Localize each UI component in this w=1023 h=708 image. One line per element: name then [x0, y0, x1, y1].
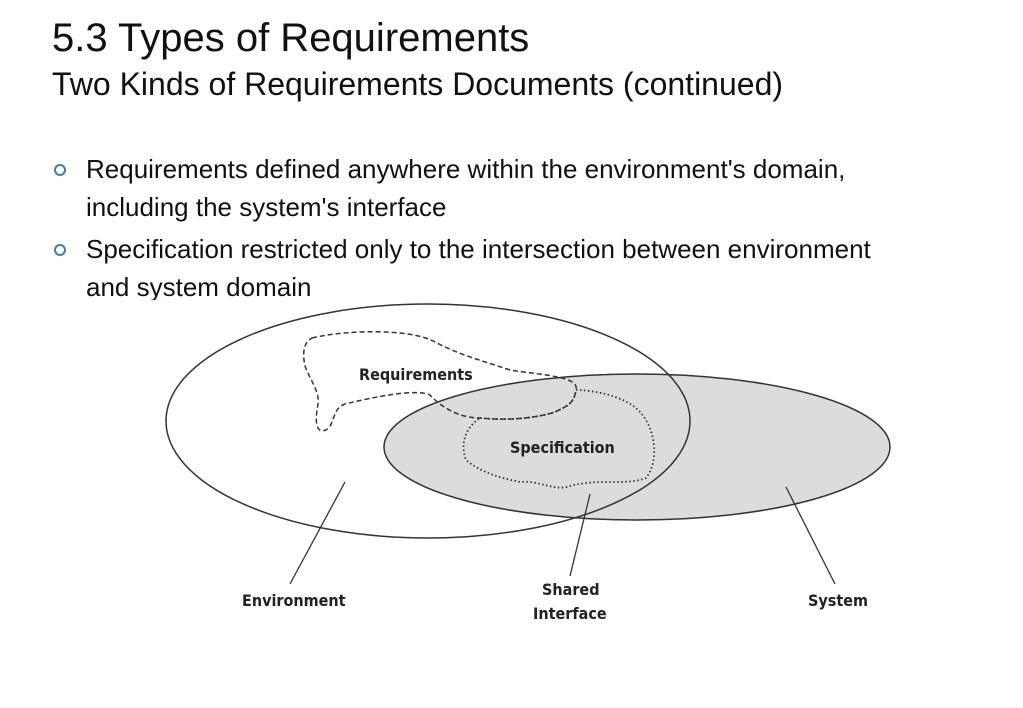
- bullet-item-requirements: Requirements defined anywhere within the…: [52, 150, 912, 226]
- slide-subtitle: Two Kinds of Requirements Documents (con…: [52, 66, 784, 102]
- specification-region: [462, 389, 656, 489]
- bullet-item-specification: Specification restricted only to the int…: [52, 230, 912, 300]
- bullet-list: Requirements defined anywhere within the…: [52, 150, 912, 300]
- system-leader-line: [785, 486, 836, 585]
- slide-title: 5.3 Types of Requirements: [52, 16, 530, 60]
- system-ellipse: [383, 373, 891, 521]
- requirements-region: [302, 331, 577, 432]
- requirements-venn-diagram: Requirements Specification Environment S…: [165, 303, 891, 623]
- environment-ellipse: [165, 303, 691, 539]
- bullet-circle-icon: [54, 164, 66, 176]
- shared-interface-callout-line2: Interface: [533, 604, 607, 623]
- bullet-text: Requirements defined anywhere within the…: [86, 154, 846, 222]
- bullet-circle-icon: [54, 244, 66, 256]
- environment-callout: Environment: [242, 591, 346, 610]
- requirements-label: Requirements: [359, 365, 473, 384]
- specification-label: Specification: [510, 438, 615, 457]
- shared-interface-leader-line: [569, 493, 591, 577]
- environment-leader-line: [289, 481, 346, 585]
- shared-interface-callout-line1: Shared: [542, 580, 600, 599]
- bullet-text: Specification restricted only to the int…: [86, 234, 871, 300]
- system-callout: System: [808, 591, 868, 610]
